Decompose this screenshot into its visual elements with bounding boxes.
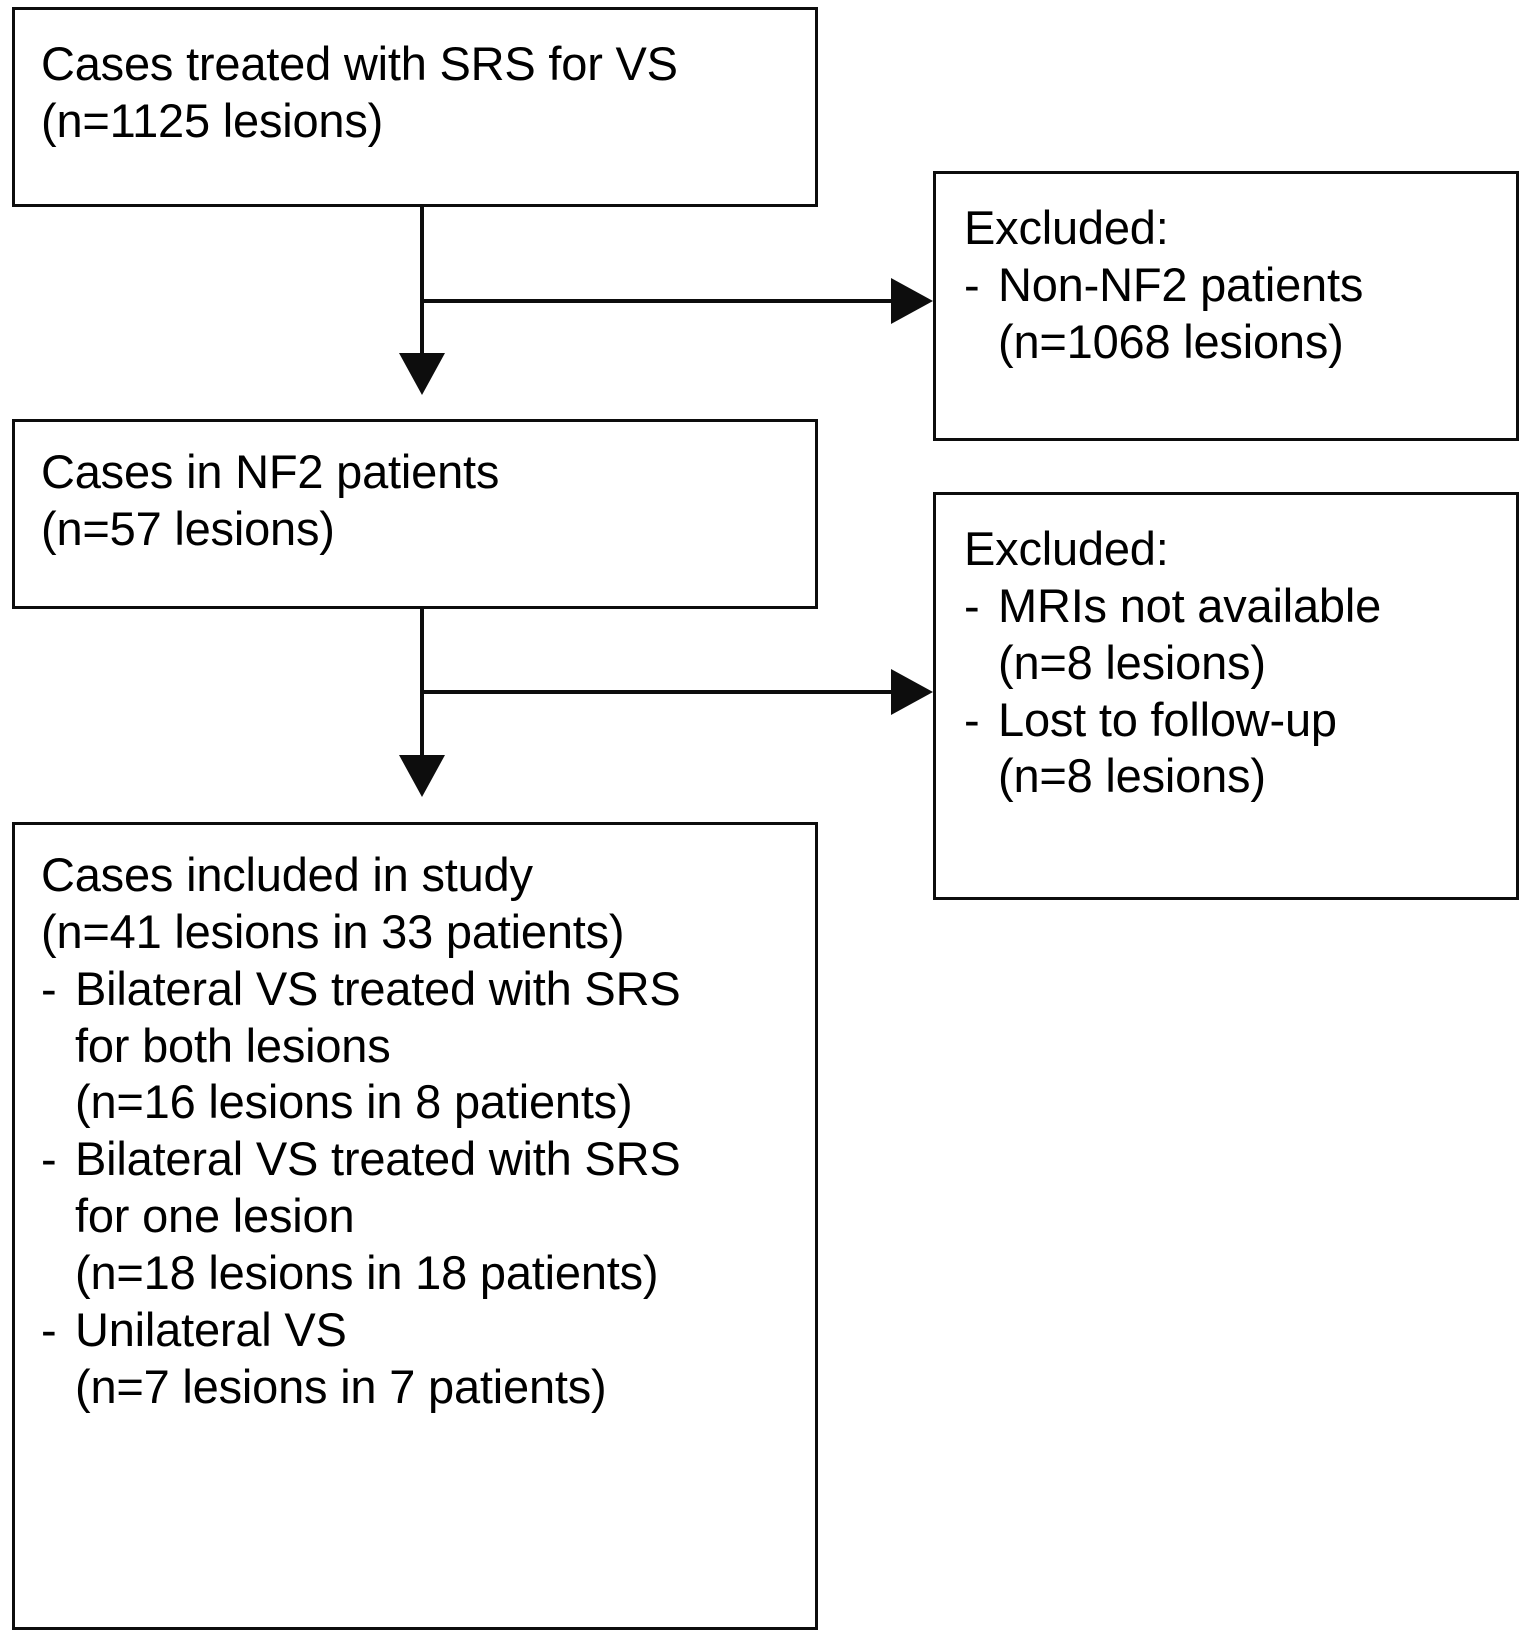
bullet-line: for both lesions bbox=[75, 1018, 391, 1072]
connector-1-arrowhead-down bbox=[399, 353, 445, 395]
node-total-cases-count: (n=1125 lesions) bbox=[41, 93, 384, 147]
bullet-item: - Bilateral VS treated with SRS for both… bbox=[41, 961, 805, 1132]
bullet-line: Bilateral VS treated with SRS bbox=[75, 1132, 681, 1186]
bullet-count: (n=1068 lesions) bbox=[998, 314, 1344, 368]
node-excluded-2: Excluded: - MRIs not available (n=8 lesi… bbox=[933, 492, 1519, 900]
bullet-line: Lost to follow-up bbox=[998, 692, 1337, 746]
node-excluded-1-title: Excluded: bbox=[964, 201, 1169, 254]
node-nf2-cases-title: Cases in NF2 patients bbox=[41, 445, 500, 498]
connector-2-arrowhead-right bbox=[891, 669, 933, 715]
bullet-line: Non-NF2 patients bbox=[998, 257, 1364, 311]
bullet-line: Bilateral VS treated with SRS bbox=[75, 961, 681, 1015]
bullet-count: (n=18 lesions in 18 patients) bbox=[75, 1246, 659, 1300]
connector-1-branch-horizontal bbox=[420, 299, 895, 303]
connector-2-vertical bbox=[420, 609, 424, 757]
bullet-count: (n=7 lesions in 7 patients) bbox=[75, 1359, 607, 1413]
bullet-item: - MRIs not available (n=8 lesions) bbox=[964, 578, 1506, 692]
node-nf2-cases-count: (n=57 lesions) bbox=[41, 501, 335, 555]
bullet-item: - Unilateral VS (n=7 lesions in 7 patien… bbox=[41, 1302, 805, 1416]
node-included-cases-title: Cases included in study bbox=[41, 848, 533, 901]
bullet-line: MRIs not available bbox=[998, 578, 1382, 632]
node-nf2-cases: Cases in NF2 patients (n=57 lesions) bbox=[12, 419, 818, 609]
node-total-cases-title: Cases treated with SRS for VS bbox=[41, 37, 678, 90]
bullet-item: - Lost to follow-up (n=8 lesions) bbox=[964, 692, 1506, 806]
connector-2-branch-horizontal bbox=[420, 690, 895, 694]
bullet-line: Unilateral VS bbox=[75, 1302, 347, 1356]
bullet-line: for one lesion bbox=[75, 1189, 355, 1243]
bullet-count: (n=16 lesions in 8 patients) bbox=[75, 1075, 633, 1129]
bullet-item: - Non-NF2 patients (n=1068 lesions) bbox=[964, 257, 1506, 371]
connector-1-arrowhead-right bbox=[891, 278, 933, 324]
connector-2-arrowhead-down bbox=[399, 755, 445, 797]
node-total-cases: Cases treated with SRS for VS (n=1125 le… bbox=[12, 7, 818, 207]
node-included-cases-count: (n=41 lesions in 33 patients) bbox=[41, 904, 625, 958]
bullet-count: (n=8 lesions) bbox=[998, 635, 1266, 689]
bullet-count: (n=8 lesions) bbox=[998, 749, 1266, 803]
bullet-dash: - bbox=[41, 1132, 57, 1186]
connector-1-vertical bbox=[420, 207, 424, 355]
bullet-dash: - bbox=[964, 578, 980, 632]
node-excluded-2-title: Excluded: bbox=[964, 522, 1169, 575]
bullet-dash: - bbox=[964, 257, 980, 311]
bullet-dash: - bbox=[41, 961, 57, 1015]
bullet-dash: - bbox=[964, 692, 980, 746]
node-included-cases: Cases included in study (n=41 lesions in… bbox=[12, 822, 818, 1630]
node-excluded-1: Excluded: - Non-NF2 patients (n=1068 les… bbox=[933, 171, 1519, 441]
bullet-item: - Bilateral VS treated with SRS for one … bbox=[41, 1131, 805, 1302]
bullet-dash: - bbox=[41, 1302, 57, 1356]
